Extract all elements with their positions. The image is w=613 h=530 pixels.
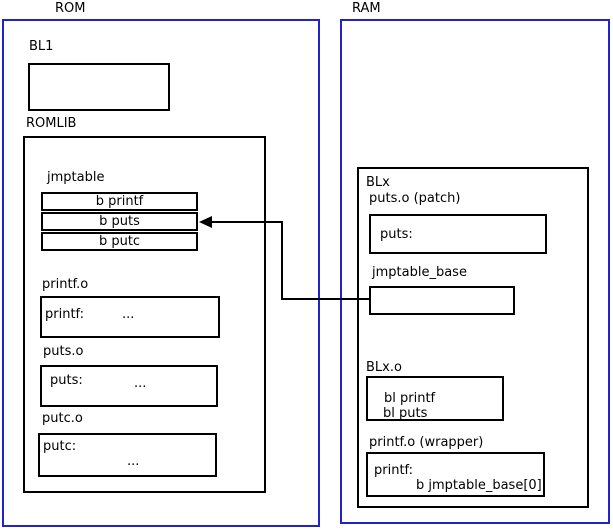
putc-o-label: putc.o: [42, 411, 83, 426]
puts-patch-label: puts.o (patch): [369, 191, 461, 206]
puts-o-ellipsis: ...: [134, 376, 147, 391]
puts-patch-symbol: puts:: [380, 227, 413, 242]
ram-region-label: RAM: [352, 1, 381, 16]
putc-o-symbol: putc:: [43, 439, 77, 454]
puts-o-label: puts.o: [43, 344, 84, 359]
blx-o-label: BLx.o: [366, 360, 402, 375]
blx-o-box: bl printf bl puts: [366, 376, 504, 421]
printf-o-ellipsis: ...: [122, 307, 135, 322]
bl1-label: BL1: [29, 39, 54, 54]
jmptable-row-b-putc: b putc: [41, 232, 198, 251]
arrow-segment-top: [208, 221, 283, 223]
jmptable-label: jmptable: [47, 170, 105, 185]
arrow-segment-bottom: [281, 298, 371, 300]
arrow-segment-vertical: [281, 221, 283, 300]
printf-wrapper-label: printf.o (wrapper): [369, 435, 484, 450]
puts-o-box: puts: ...: [40, 365, 218, 407]
printf-wrapper-instruction: b jmptable_base[0]: [416, 478, 542, 493]
bl1-box: [28, 63, 170, 111]
putc-o-box: putc: ...: [38, 433, 217, 477]
arrow-head-icon: [199, 216, 212, 228]
jmptable-base-box: [369, 286, 515, 315]
jmptable-base-label: jmptable_base: [372, 265, 467, 280]
blx-label: BLx: [366, 175, 390, 190]
blx-o-line-2: bl puts: [383, 406, 428, 421]
printf-o-label: printf.o: [42, 277, 89, 292]
jmptable-row-b-puts: b puts: [41, 212, 198, 231]
rom-region-label: ROM: [55, 1, 86, 16]
printf-o-box: printf: ...: [40, 296, 220, 338]
putc-o-ellipsis: ...: [127, 454, 140, 469]
printf-wrapper-symbol: printf:: [374, 463, 414, 478]
puts-o-symbol: puts:: [50, 373, 83, 388]
jmptable-row-b-printf: b printf: [41, 192, 198, 211]
romlib-label: ROMLIB: [26, 116, 77, 131]
jmptable-table: b printf b puts b putc: [41, 192, 198, 252]
printf-o-symbol: printf:: [45, 307, 85, 322]
printf-wrapper-box: printf: b jmptable_base[0]: [366, 452, 545, 497]
puts-patch-box: puts:: [369, 214, 547, 254]
ram-region-frame: [340, 19, 610, 524]
blx-o-line-1: bl printf: [384, 391, 436, 406]
rom-region-frame: [2, 19, 320, 527]
